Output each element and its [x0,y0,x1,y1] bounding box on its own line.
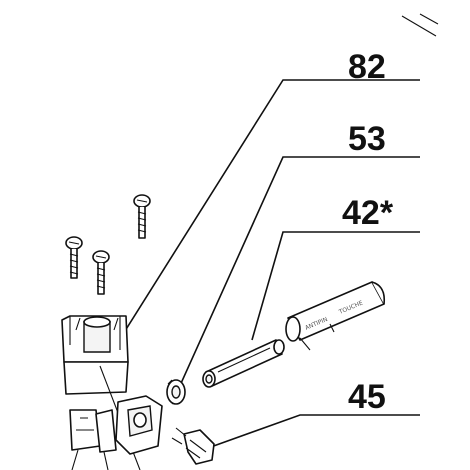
washer [166,379,186,405]
callout-42: 42* [342,194,394,232]
connector-block [115,395,163,455]
callout-53: 53 [348,120,386,158]
hinge-pin [202,339,285,388]
leader-line-42 [251,231,420,341]
screw-left [65,236,83,279]
clip-pin [171,427,215,465]
screw-middle [92,250,110,295]
leader-line-82 [117,79,420,343]
corner-hatch-mark [401,13,439,37]
hinge-bracket [61,315,141,470]
leader-line-53 [177,156,420,391]
leader-line-45 [207,414,420,449]
callout-45: 45 [348,378,386,416]
screw-top [133,194,151,239]
sleeve-tube: ANTIPIN TOUCHE [285,281,386,351]
